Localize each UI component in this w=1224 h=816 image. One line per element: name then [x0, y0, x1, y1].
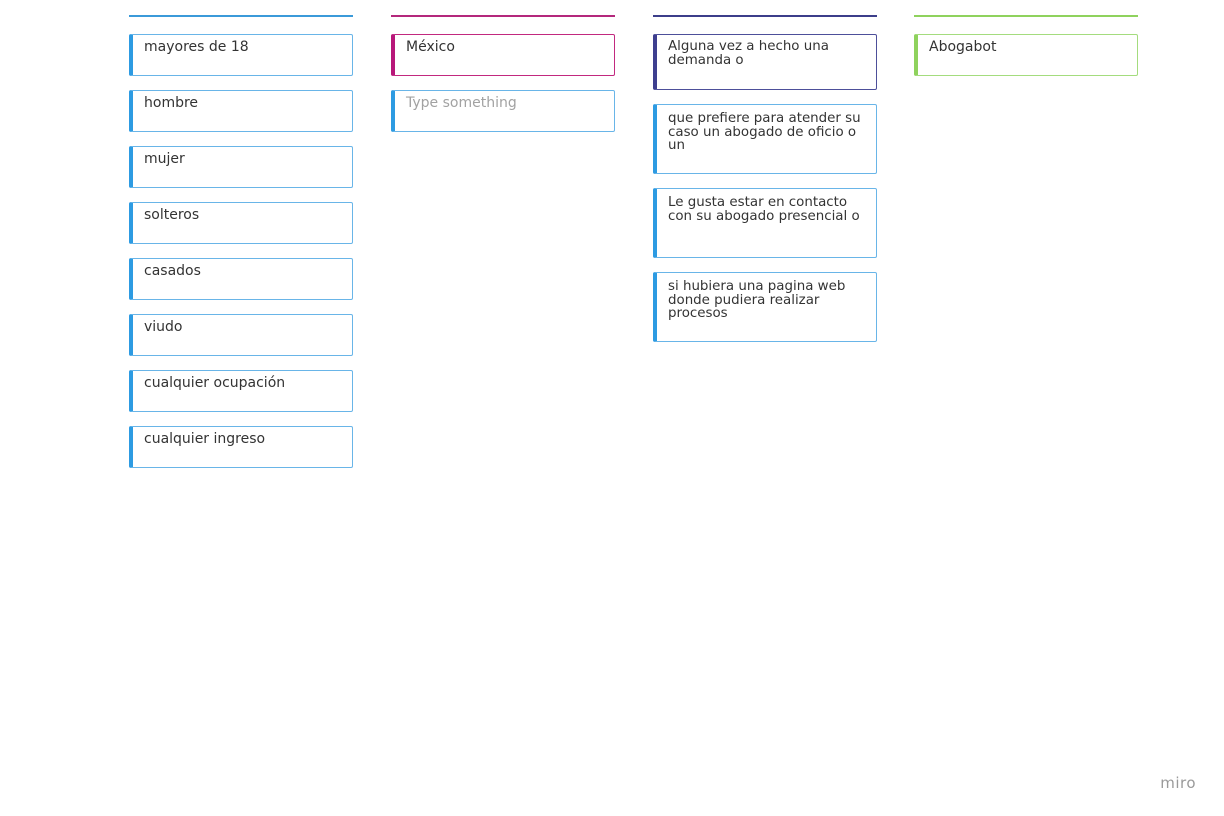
- card[interactable]: Alguna vez a hecho una demanda o: [653, 34, 877, 90]
- card[interactable]: cualquier ocupación: [129, 370, 353, 412]
- card[interactable]: mayores de 18: [129, 34, 353, 76]
- column-header: [653, 15, 877, 17]
- column-header: [391, 15, 615, 17]
- column-header: [129, 15, 353, 17]
- column-location: México Type something: [391, 15, 615, 146]
- miro-watermark: miro: [1160, 774, 1196, 792]
- card[interactable]: México: [391, 34, 615, 76]
- card[interactable]: Abogabot: [914, 34, 1138, 76]
- card[interactable]: solteros: [129, 202, 353, 244]
- card[interactable]: si hubiera una pagina web donde pudiera …: [653, 272, 877, 342]
- column-header: [914, 15, 1138, 17]
- card[interactable]: cualquier ingreso: [129, 426, 353, 468]
- new-card-input[interactable]: Type something: [391, 90, 615, 132]
- card[interactable]: viudo: [129, 314, 353, 356]
- column-questions: Alguna vez a hecho una demanda o que pre…: [653, 15, 877, 356]
- column-product: Abogabot: [914, 15, 1138, 90]
- card[interactable]: casados: [129, 258, 353, 300]
- card[interactable]: hombre: [129, 90, 353, 132]
- card[interactable]: Le gusta estar en contacto con su abogad…: [653, 188, 877, 258]
- column-demographics: mayores de 18 hombre mujer solteros casa…: [129, 15, 353, 482]
- card[interactable]: que prefiere para atender su caso un abo…: [653, 104, 877, 174]
- card[interactable]: mujer: [129, 146, 353, 188]
